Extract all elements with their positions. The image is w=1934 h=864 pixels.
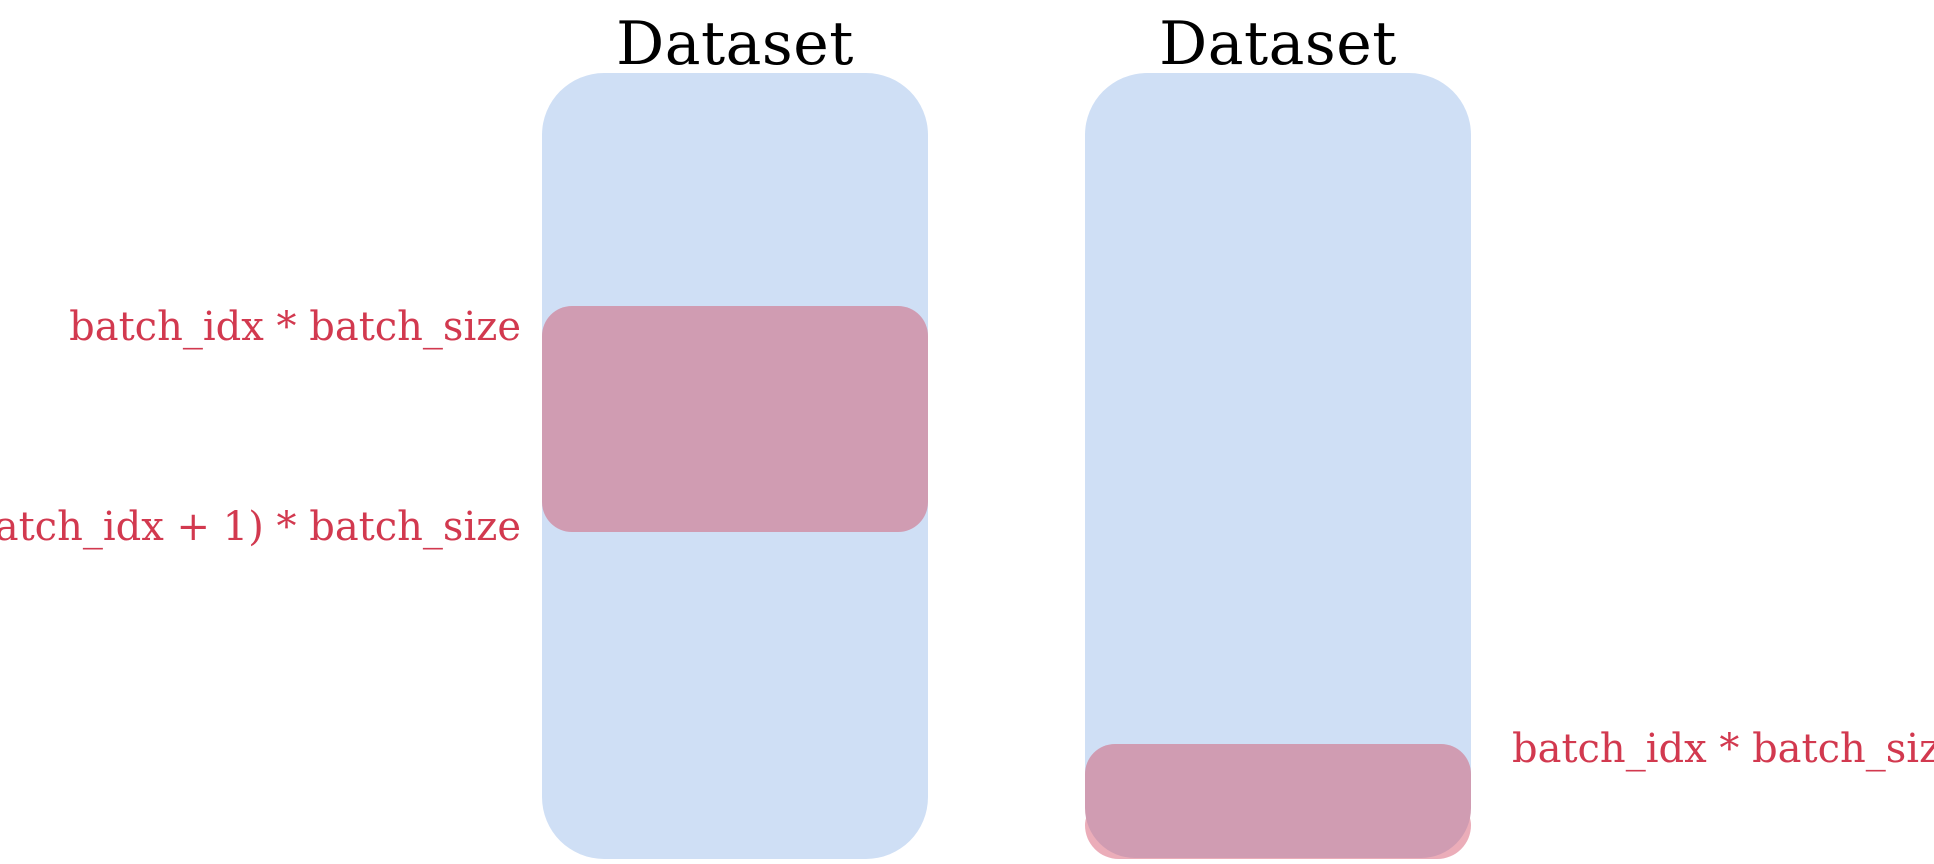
left-dataset-title: Dataset	[616, 9, 854, 79]
right-batch-start-label: batch_idx * batch_size	[1512, 726, 1934, 772]
right-batch-box	[1085, 744, 1471, 858]
right-dataset-title: Dataset	[1159, 9, 1397, 79]
left-batch-box	[542, 306, 928, 532]
left-batch-start-label: batch_idx * batch_size	[69, 304, 521, 350]
left-batch-end-label: (batch_idx + 1) * batch_size	[0, 504, 521, 550]
right-dataset-box	[1085, 73, 1471, 859]
